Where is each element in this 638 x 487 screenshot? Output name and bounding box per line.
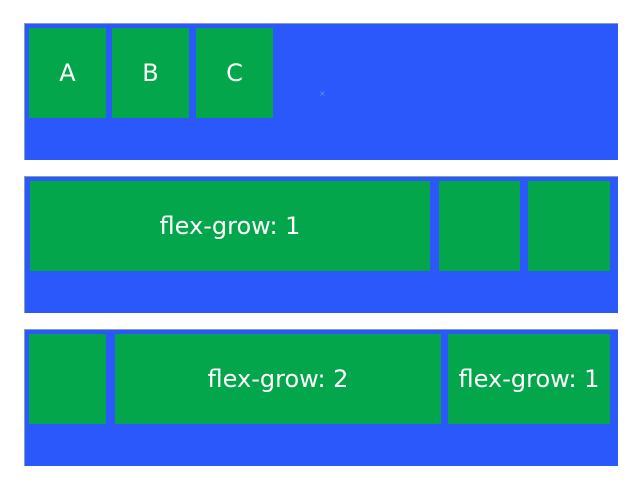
- flex-item-c: C: [196, 28, 273, 118]
- flex-item-fixed: [528, 181, 610, 271]
- flex-item-label: flex-grow: 1: [159, 212, 301, 240]
- flex-item-grow-1: flex-grow: 1: [448, 334, 610, 424]
- flex-item-grow-2: flex-grow: 2: [115, 334, 441, 424]
- flex-container-1: A B C ×: [24, 23, 618, 160]
- small-cross-marker: ×: [319, 89, 326, 98]
- flex-container-2: flex-grow: 1: [24, 176, 618, 313]
- flex-item-label: A: [59, 59, 76, 87]
- flex-item-fixed: [439, 181, 520, 271]
- flex-item-b: B: [112, 28, 189, 118]
- flex-item-fixed: [29, 334, 106, 424]
- flex-container-3: flex-grow: 2 flex-grow: 1: [24, 329, 618, 466]
- flex-item-label: flex-grow: 2: [207, 365, 349, 393]
- flex-item-a: A: [29, 28, 106, 118]
- flex-item-label: C: [226, 59, 243, 87]
- flex-item-label: flex-grow: 1: [458, 365, 600, 393]
- flex-item-label: B: [142, 59, 159, 87]
- flex-item-grow-1: flex-grow: 1: [30, 181, 430, 271]
